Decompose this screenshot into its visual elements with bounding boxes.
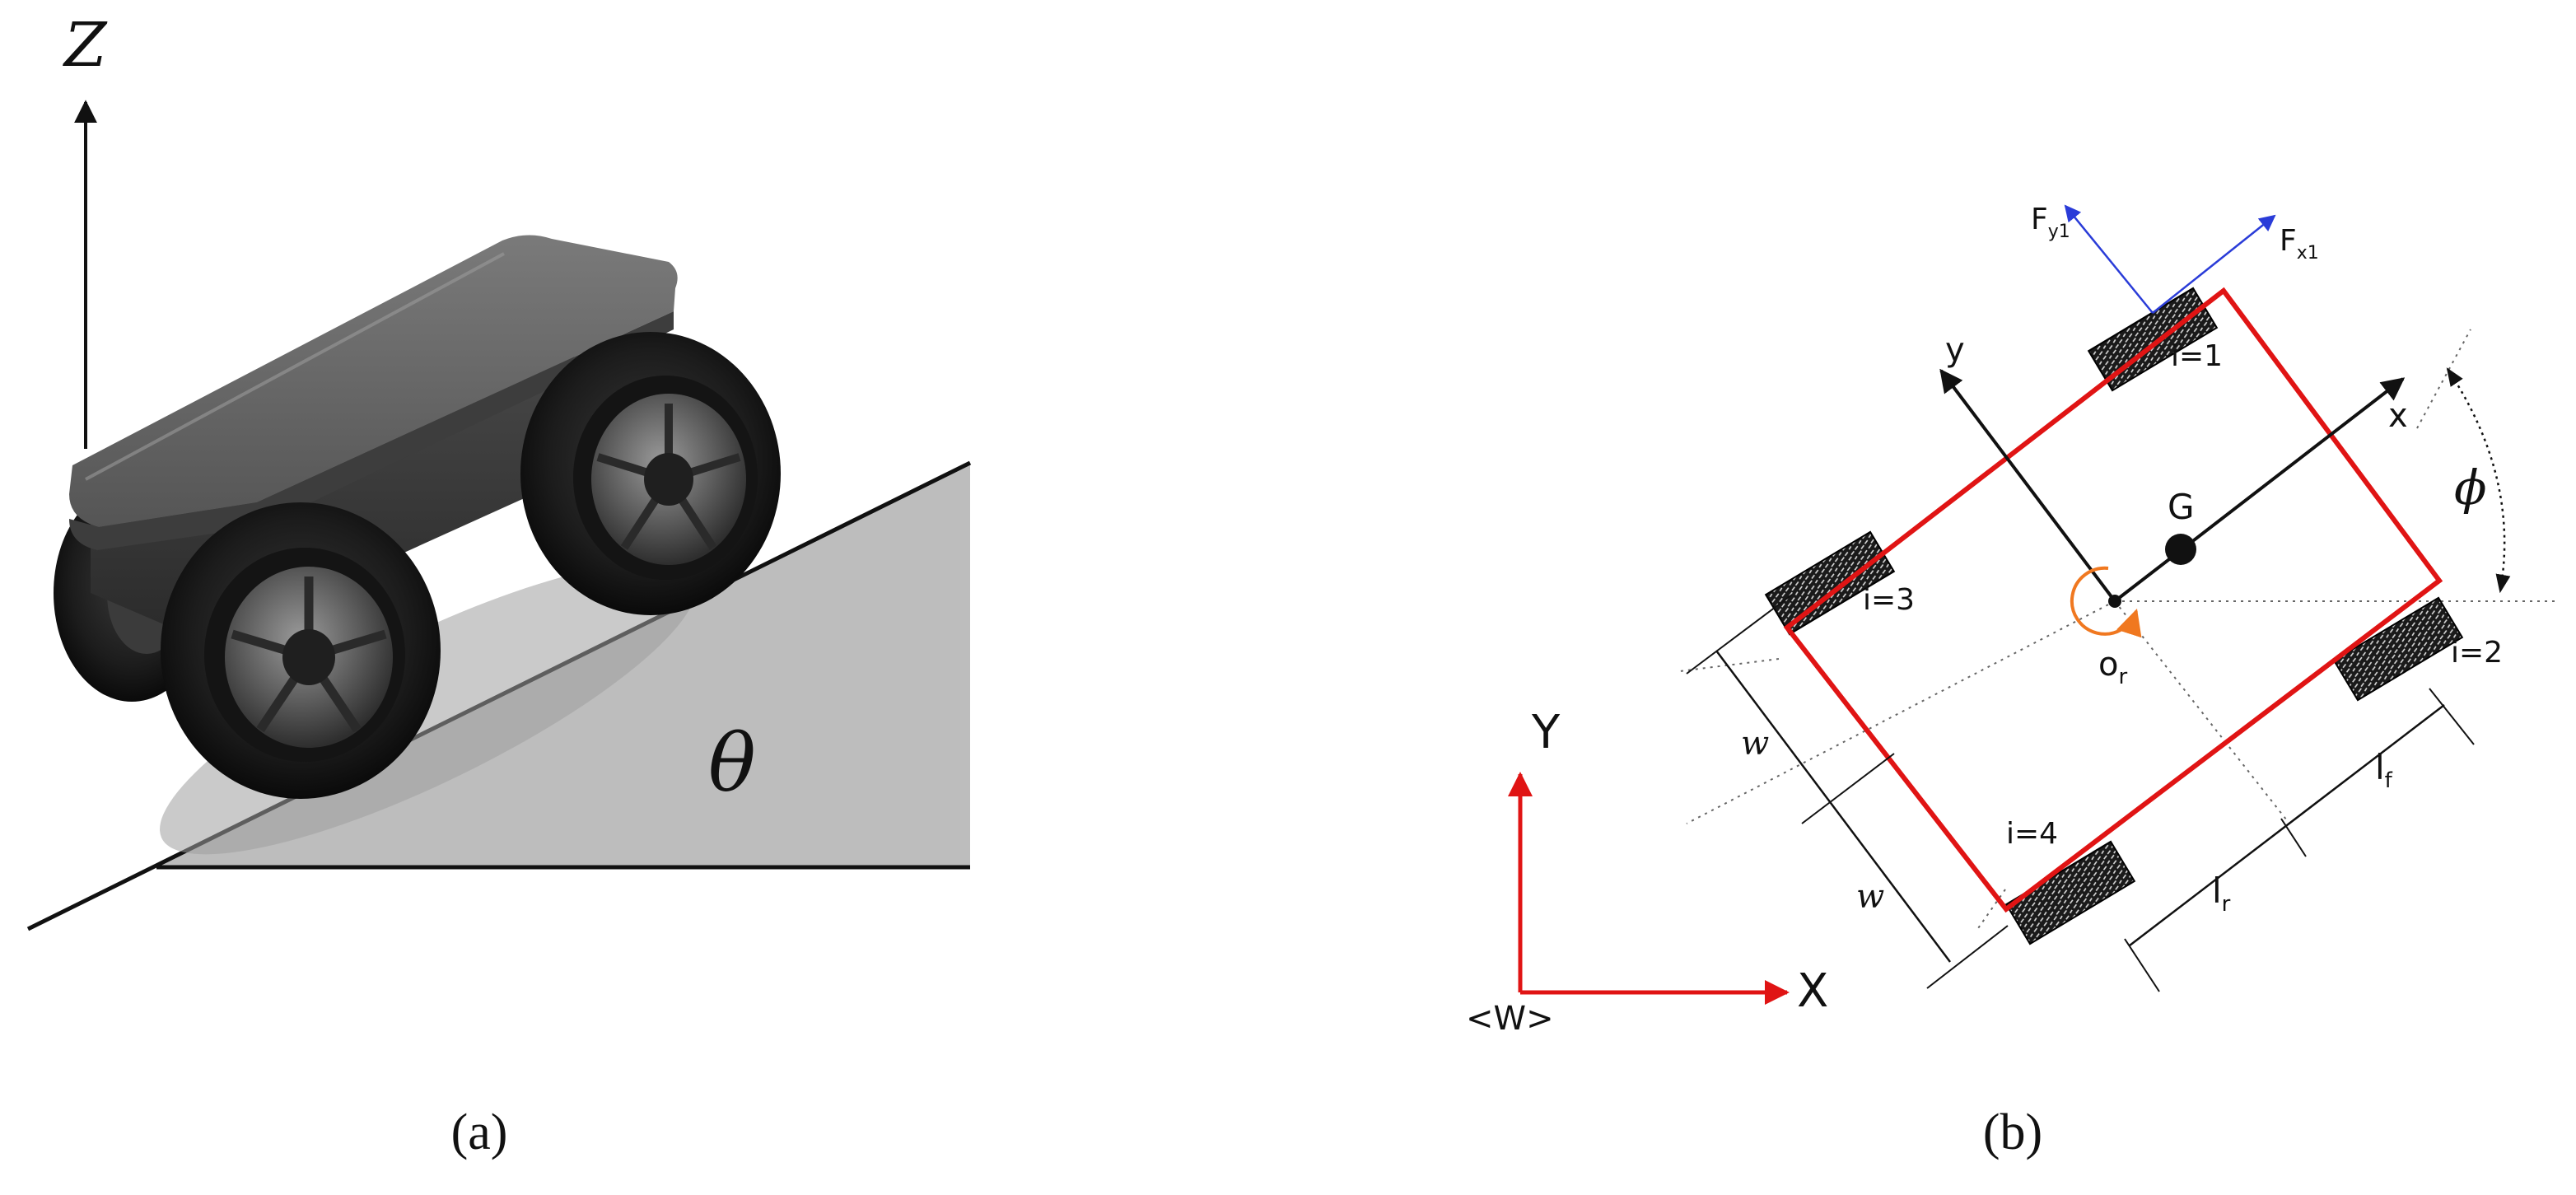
world-y-label: Y — [1531, 706, 1561, 759]
body-y-label: y — [1945, 331, 1965, 369]
length-extension-front — [2429, 688, 2475, 745]
half-width-label-2: w — [1856, 878, 1884, 916]
z-axis-label: Z — [63, 10, 108, 81]
wheel-4-label: i=4 — [2006, 817, 2058, 851]
body-x-axis — [2113, 377, 2406, 603]
rear-length-label: lr — [2212, 871, 2231, 917]
slope-angle-label: θ — [708, 717, 756, 810]
cog-label: G — [2168, 487, 2195, 527]
front-length-label: lf — [2375, 747, 2393, 793]
caption-a: (a) — [450, 1104, 508, 1160]
robot-frame-outline — [1783, 287, 2443, 913]
panel-b: Y X <W> y x — [1466, 203, 2560, 1038]
force-y1-label: Fy1 — [2031, 203, 2070, 242]
width-dimension-line — [1715, 650, 1951, 963]
length-extension-rear — [2124, 938, 2160, 992]
world-x-label: X — [1797, 964, 1828, 1018]
width-extension-mid — [1801, 753, 1895, 824]
heading-angle-arc — [2446, 367, 2511, 594]
length-extension-mid — [2280, 818, 2307, 857]
reference-dotted-lines — [1679, 329, 2560, 931]
wheel-2 — [2332, 596, 2464, 702]
width-extension-top — [1686, 594, 1793, 675]
length-dimension-line — [2129, 704, 2445, 946]
wheel-3-label: i=3 — [1863, 583, 1915, 617]
world-frame-label: <W> — [1466, 1000, 1554, 1038]
origin-label: or — [2098, 646, 2127, 689]
half-width-label-1: w — [1741, 725, 1769, 763]
panel-a: Z θ — [26, 10, 972, 931]
center-of-gravity-point — [2165, 534, 2196, 565]
rear-right-wheel — [520, 332, 781, 615]
front-left-wheel — [161, 502, 441, 799]
heading-angle-label: ϕ — [2454, 460, 2487, 516]
body-x-label: x — [2388, 397, 2408, 435]
force-y1-arrow — [2064, 204, 2154, 314]
wheel-4 — [2004, 840, 2136, 945]
caption-b: (b) — [1982, 1104, 2043, 1160]
force-x1-arrow — [2152, 214, 2276, 314]
width-extension-bottom — [1926, 925, 2009, 989]
wheel-2-label: i=2 — [2451, 636, 2503, 670]
force-x1-label: Fx1 — [2280, 224, 2319, 264]
body-origin-point — [2108, 595, 2121, 608]
wheel-1-label: i=1 — [2171, 339, 2223, 373]
origin-rotation-arc — [2070, 566, 2142, 638]
body-y-axis — [1939, 368, 2116, 603]
